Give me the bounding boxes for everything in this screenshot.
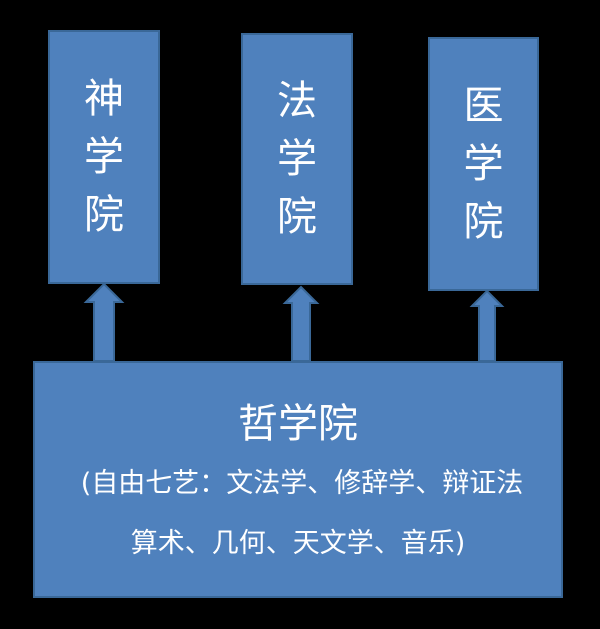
law-char-2: 学 (277, 136, 317, 182)
arrow-to-medicine (469, 289, 505, 362)
law-char-1: 法 (277, 78, 317, 124)
theology-char-2: 学 (84, 134, 124, 180)
law-faculty-box: 法 学 院 (241, 33, 353, 285)
law-char-3: 院 (277, 194, 317, 240)
medicine-char-2: 学 (463, 141, 504, 187)
medicine-char-1: 医 (463, 83, 504, 129)
philosophy-title: 哲学院 (238, 401, 358, 447)
medicine-faculty-box: 医 学 院 (428, 37, 539, 291)
medicine-char-3: 院 (463, 199, 504, 245)
theology-char-1: 神 (84, 76, 124, 122)
arrow-to-theology (83, 282, 125, 362)
theology-faculty-box: 神 学 院 (48, 30, 160, 284)
liberal-arts-line-1: (自由七艺：文法学、修辞学、辩证法 (80, 468, 524, 499)
theology-char-3: 院 (84, 192, 124, 238)
arrow-to-law (282, 285, 320, 362)
liberal-arts-line-2: 算术、几何、天文学、音乐) (130, 528, 466, 559)
philosophy-faculty-box: 哲学院 (自由七艺：文法学、修辞学、辩证法 算术、几何、天文学、音乐) (33, 361, 563, 598)
